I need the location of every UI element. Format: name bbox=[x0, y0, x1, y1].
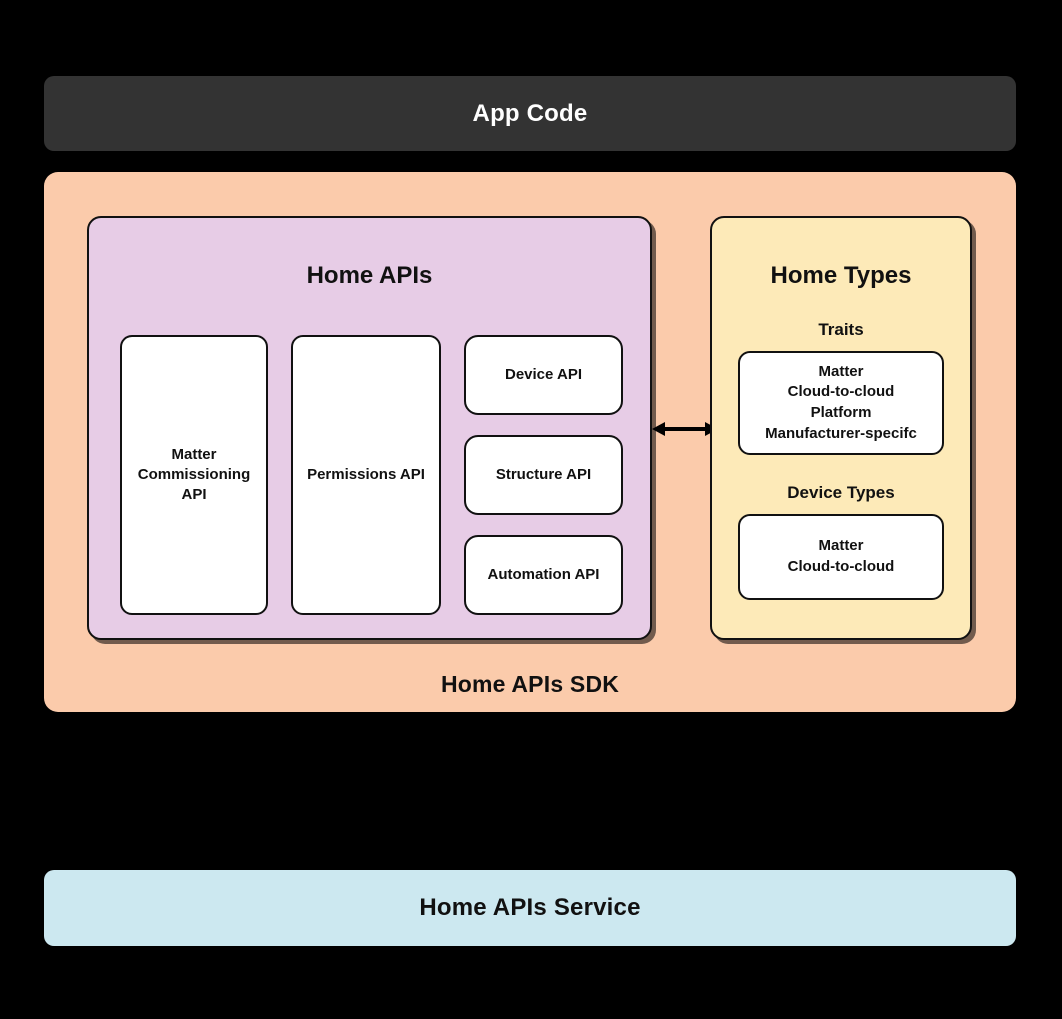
structure-api-label: Structure API bbox=[495, 465, 592, 483]
automation-api-label: Automation API bbox=[487, 565, 600, 583]
automation-api-box: Automation API bbox=[464, 535, 623, 615]
traits-item: Platform bbox=[810, 404, 872, 421]
api-column-permissions: Permissions API bbox=[291, 335, 441, 615]
device-types-item: Cloud-to-cloud bbox=[787, 558, 895, 575]
device-api-label: Device API bbox=[505, 365, 582, 383]
home-apis-service-label: Home APIs Service bbox=[419, 894, 641, 921]
structure-api-box: Structure API bbox=[464, 435, 623, 515]
double-headed-arrow-icon bbox=[652, 417, 718, 441]
home-apis-service-block: Home APIs Service bbox=[44, 870, 1016, 946]
device-api-box: Device API bbox=[464, 335, 623, 415]
home-apis-title: Home APIs bbox=[306, 262, 433, 289]
home-types-panel: Home Types Traits Matter Cloud-to-cloud … bbox=[710, 216, 972, 640]
traits-item: Cloud-to-cloud bbox=[787, 383, 895, 401]
device-types-heading: Device Types bbox=[787, 483, 895, 502]
device-types-box: Matter Cloud-to-cloud bbox=[738, 514, 944, 600]
permissions-api-box: Permissions API bbox=[291, 335, 441, 615]
traits-item: Manufacturer-specifc bbox=[765, 424, 917, 442]
app-code-block: App Code bbox=[44, 76, 1016, 151]
traits-box: Matter Cloud-to-cloud Platform Manufactu… bbox=[738, 351, 944, 455]
app-code-label: App Code bbox=[472, 99, 588, 127]
device-types-item: Matter bbox=[818, 537, 864, 555]
home-apis-sdk-label: Home APIs SDK bbox=[440, 671, 620, 697]
api-column-stack: Device API Structure API Automation API bbox=[464, 335, 623, 615]
traits-item: Matter bbox=[818, 362, 864, 380]
traits-heading: Traits bbox=[818, 320, 864, 339]
permissions-api-label: Permissions API bbox=[307, 465, 425, 483]
home-types-title: Home Types bbox=[770, 262, 912, 289]
